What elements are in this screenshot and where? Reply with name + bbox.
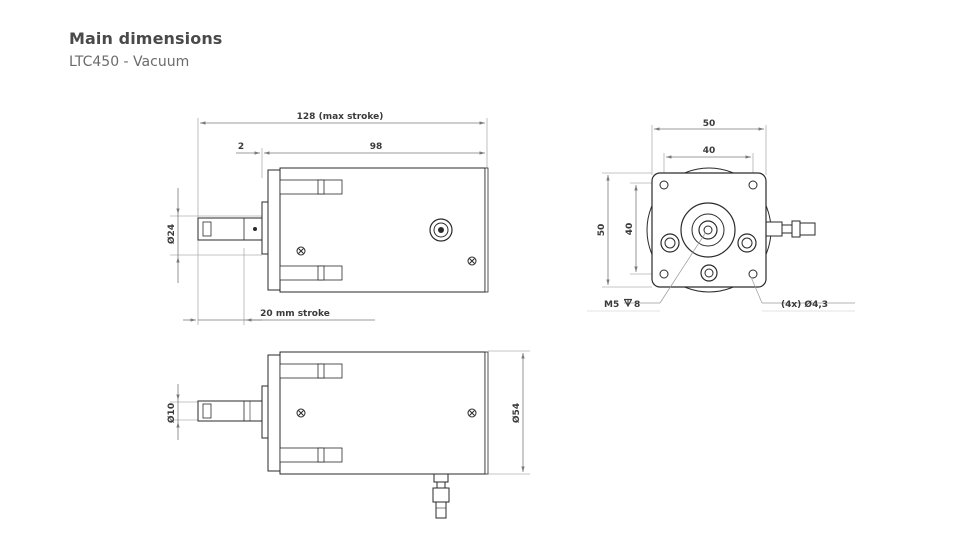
dim-label-offset: 2	[238, 142, 244, 152]
depth-symbol-icon	[623, 298, 633, 308]
page-subtitle: LTC450 - Vacuum	[69, 54, 190, 70]
vacuum-fitting	[432, 473, 450, 519]
dim-label-shaft-top: Ø24	[166, 224, 177, 244]
screw-icon	[467, 256, 477, 266]
screw-icon	[296, 408, 306, 418]
dim-label-flange-width-inner: 40	[703, 146, 716, 156]
holes-label: (4x) Ø4,3	[781, 299, 828, 310]
thread-depth-label: 8	[634, 300, 640, 310]
dim-label-shaft-bottom: Ø10	[166, 403, 177, 423]
page-title: Main dimensions	[69, 29, 223, 48]
front-view: 50 40 50 40	[587, 119, 855, 312]
mounting-hole	[659, 269, 669, 279]
mounting-hole	[748, 180, 758, 190]
mounting-hole	[748, 269, 758, 279]
dim-label-stroke: 20 mm stroke	[260, 309, 330, 319]
dim-label-flange-height-inner: 40	[625, 223, 635, 236]
thread-label: M5	[604, 300, 619, 310]
dim-label-overall: 128 (max stroke)	[297, 112, 384, 122]
dim-label-body-diameter: Ø54	[511, 403, 522, 423]
dim-label-body: 98	[370, 142, 383, 152]
screw-icon	[296, 246, 306, 256]
dim-label-flange-width-outer: 50	[703, 119, 716, 129]
screw-icon	[467, 408, 477, 418]
mounting-hole	[659, 180, 669, 190]
dim-label-flange-height-outer: 50	[597, 224, 607, 237]
side-view-bottom: Ø10 Ø54	[166, 350, 530, 519]
side-view-top: 128 (max stroke) 98 2 Ø24 20 mm stroke	[166, 112, 489, 325]
